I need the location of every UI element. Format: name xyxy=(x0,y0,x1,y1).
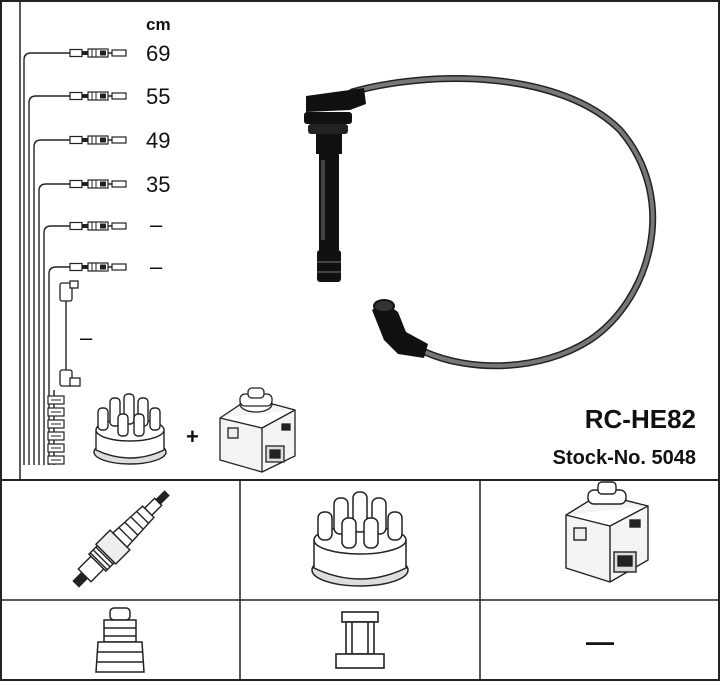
plug-boot-connector-icon xyxy=(95,607,145,673)
spark-plug-icon xyxy=(72,490,170,588)
length-unit-label: cm xyxy=(146,15,171,34)
cable-connector-row-5 xyxy=(65,221,127,231)
cable-connector-row-6 xyxy=(65,262,127,272)
ignition-coil-icon xyxy=(565,481,649,583)
cable-connector-row-2 xyxy=(65,91,127,101)
distributor-cap-small-icon xyxy=(93,393,167,465)
stock-number: Stock-No. 5048 xyxy=(553,447,696,469)
length-label: – xyxy=(150,254,163,279)
model-number: RC-HE82 xyxy=(585,404,696,434)
length-label: 49 xyxy=(146,128,170,153)
none-dash-icon: — xyxy=(586,626,614,657)
length-label: 35 xyxy=(146,172,170,197)
ignition-coil-small-icon xyxy=(219,387,296,473)
length-label: – xyxy=(150,212,163,237)
cap-terminal-connector-icon xyxy=(335,611,385,669)
bundle-terminals xyxy=(47,395,65,465)
length-label: 69 xyxy=(146,41,170,66)
cable-connector-row-1 xyxy=(65,48,127,58)
extra-lead-length-label: – xyxy=(80,325,93,350)
plus-sign: + xyxy=(186,424,199,449)
cable-connector-row-4 xyxy=(65,179,127,189)
distributor-cap-icon xyxy=(311,491,409,587)
ignition-cable-illustration xyxy=(304,75,657,370)
cable-connector-row-3 xyxy=(65,135,127,145)
extra-lead xyxy=(59,280,81,387)
length-label: 55 xyxy=(146,84,170,109)
